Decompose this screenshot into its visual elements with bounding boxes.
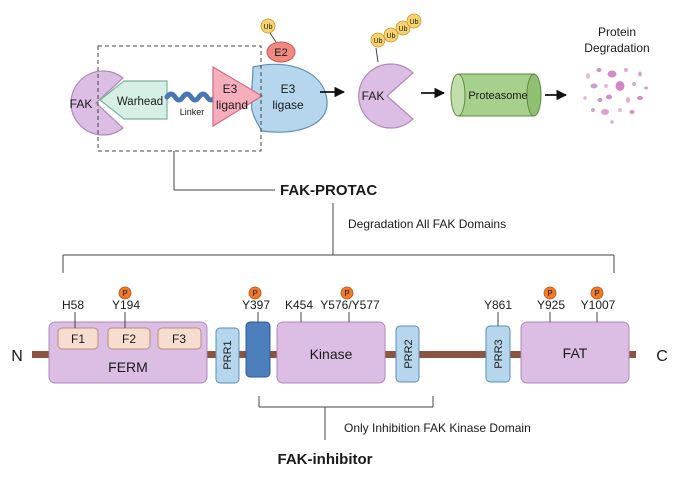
phospho-y397-label: P [252,289,257,298]
phospho-y194: P [118,286,132,300]
degraded-protein-fragments [583,68,648,124]
e3-ligand-label-line2: ligand [216,98,248,112]
e3-ligand-label-line1: E3 [223,82,238,96]
prr3-label: PRR3 [493,339,505,368]
e3-ligase-label-line2: ligase [272,98,304,112]
protein-degradation-label-line1: Protein [598,25,636,39]
proteasome-label: Proteasome [468,90,527,102]
phospho-y576-y577-label: P [344,289,349,298]
ub-chain-3 [395,20,411,36]
site-y1007: Y1007 [581,298,616,312]
e3-ligand-shape [212,65,264,128]
ub-chain-4 [406,13,422,29]
fak-protac-title: FAK-PROTAC [280,182,377,199]
ferm-label: FERM [108,359,148,375]
warhead-label: Warhead [117,96,163,108]
ub-chain-4-label: Ub [410,19,419,26]
e2-label: E2 [274,47,287,59]
e2-enzyme [266,41,296,63]
prr2-domain [395,325,420,383]
phospho-y925: P [543,286,557,300]
ubiquitinated-fak-label: FAK [362,89,385,103]
site-y925: Y925 [537,298,565,312]
ubiquitinated-fak-shape [358,63,414,129]
prr2-label: PRR2 [403,339,415,368]
phospho-y397: P [248,286,262,300]
fak-label: FAK [70,97,93,111]
fak-protein-shape [70,70,124,136]
linker-label: Linker [180,107,205,117]
prr1-label: PRR1 [222,340,234,369]
fak-inhibitor-title: FAK-inhibitor [278,451,373,468]
site-k454: K454 [285,298,313,312]
prr1-domain [215,327,240,384]
site-y576-y577: Y576/Y577 [320,298,380,312]
f1-label: F1 [71,332,85,346]
phospho-y576-y577: P [340,286,354,300]
ub-chain-1-label: Ub [374,38,383,45]
n-terminus-label: N [11,348,23,365]
site-y397: Y397 [242,298,270,312]
ub-chain-2-label: Ub [387,33,396,40]
c-terminus-label: C [656,348,668,365]
proteasome [450,73,542,117]
fat-domain [520,321,630,384]
ubiquitin-chain: Ub Ub Ub Ub [370,13,422,63]
ub-chain-3-label: Ub [399,26,408,33]
protac-dashed-box [97,45,262,152]
phospho-y1007: P [590,286,604,300]
phospho-y194-label: P [122,289,127,298]
inhibitor-note: Only Inhibition FAK Kinase Domain [344,421,531,435]
ub-chain-2 [383,27,399,43]
phospho-y1007-label: P [594,289,599,298]
f3-label: F3 [172,332,186,346]
site-y194: Y194 [112,298,140,312]
f3-subdomain [157,327,202,350]
site-ticks [74,312,598,328]
e3-ligase-label-line1: E3 [281,82,296,96]
kinase-domain [276,321,386,384]
f2-label: F2 [122,332,136,346]
y397-autophosphorylation-site [245,321,271,378]
f1-subdomain [57,327,99,350]
warhead-shape [99,80,168,120]
f2-subdomain [107,327,151,350]
ub-label-e2: Ub [264,24,273,31]
site-y861: Y861 [484,298,512,312]
degradation-note: Degradation All FAK Domains [348,217,506,231]
protein-degradation-label-line2: Degradation [584,41,649,55]
ubiquitin-on-e2 [260,18,276,34]
kinase-label: Kinase [310,346,353,362]
linker-wave [164,91,218,103]
fat-label: FAT [563,345,588,361]
phospho-y925-label: P [547,289,552,298]
site-h58: H58 [62,298,84,312]
ub-chain-1 [370,32,386,48]
